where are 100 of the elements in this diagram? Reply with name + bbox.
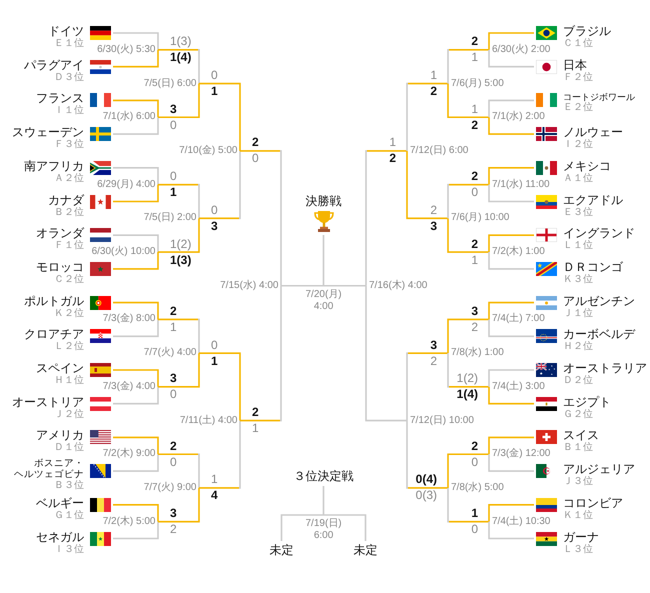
score: 1 [471, 102, 478, 116]
group-rank: Ｄ２位 [563, 375, 593, 386]
match-date: 6/30(火) 5:30 [97, 44, 156, 56]
group-rank: Ｅ２位 [563, 102, 593, 114]
score: 1 [430, 69, 437, 82]
match-date: 7/6(月) 10:00 [451, 212, 510, 224]
score: 0 [170, 388, 177, 402]
team-name: ボスニア・ヘルツェゴビナ [14, 459, 84, 480]
bracket-line [113, 32, 159, 50]
match-date: 7/11(土) 4:00 [180, 414, 238, 427]
bracket-line [158, 488, 200, 522]
score: 0 [211, 204, 218, 217]
score: 2 [471, 170, 478, 184]
group-rank: Ｉ１位 [54, 105, 84, 116]
match-date: 7/20(月) 4:00 [306, 288, 342, 313]
bracket-line [113, 386, 159, 404]
bracket-line [113, 369, 159, 387]
bracket-line [488, 167, 534, 185]
bracket-line [447, 184, 489, 218]
score: 1 [389, 136, 396, 150]
match-date: 7/4(土) 10:30 [492, 516, 550, 528]
score: 0 [211, 69, 218, 82]
match-date: 6/30(火) 10:00 [92, 246, 156, 258]
bracket-line [488, 234, 534, 252]
group-rank: Ｆ１位 [54, 240, 84, 252]
group-rank: Ｄ３位 [54, 72, 84, 83]
bracket-line [322, 284, 366, 287]
score: 3 [430, 338, 437, 352]
bracket-line [113, 454, 159, 472]
score: 1(3) [170, 35, 192, 48]
bracket-line [365, 150, 407, 286]
score: 1 [471, 51, 478, 64]
score: 1 [471, 507, 478, 520]
bracket-line [113, 302, 159, 320]
match-date: 7/2(木) 9:00 [102, 448, 156, 460]
team-name: 南アフリカ [24, 160, 84, 173]
bracket-line [488, 522, 534, 540]
group-rank: Ｉ３位 [54, 544, 84, 554]
match-date: 7/7(火) 4:00 [144, 347, 196, 360]
match-date: 7/7(火) 9:00 [144, 482, 196, 494]
score: 2 [471, 238, 478, 251]
team-name: パラグアイ [24, 58, 84, 72]
bracket-line [324, 514, 366, 541]
match-date: 7/3(金) 4:00 [102, 380, 156, 393]
bracket-line [365, 286, 407, 422]
team-name: オランダ [36, 227, 84, 240]
bracket-line [281, 284, 324, 287]
match-date: 7/12(日) 6:00 [410, 144, 468, 157]
bracket-line [488, 100, 534, 118]
team-name: イングランド [563, 227, 635, 240]
score: 1 [471, 254, 478, 267]
bracket-line [113, 117, 159, 135]
score: 1 [211, 354, 218, 368]
bracket-line [406, 82, 448, 151]
score: 0 [471, 456, 478, 469]
match-date: 7/15(水) 4:00 [220, 280, 278, 292]
score: 0(3) [416, 489, 437, 502]
match-date: 7/4(土) 3:00 [492, 380, 545, 393]
group-rank: Ｇ１位 [54, 510, 84, 521]
score: 2 [430, 354, 437, 368]
bracket-line [113, 100, 159, 118]
bracket-line [113, 436, 159, 454]
group-rank: Ｈ２位 [563, 341, 593, 352]
bracket-line [113, 50, 159, 68]
bracket-line [158, 84, 200, 118]
score: 3 [170, 102, 177, 116]
team-name: フランス [36, 92, 84, 106]
score: 0 [170, 118, 177, 132]
score: 0 [471, 523, 478, 536]
bracket-line [406, 420, 448, 489]
team-name: スウェーデン [12, 126, 84, 140]
team-name: アルゼンチン [563, 294, 635, 308]
bracket-line [488, 369, 534, 387]
match-date: 7/3(金) 8:00 [102, 313, 156, 326]
group-rank: Ｆ２位 [563, 72, 593, 83]
score: 0 [170, 170, 177, 184]
group-rank: Ｅ１位 [54, 38, 84, 49]
score: 2 [170, 440, 177, 453]
score: 4 [211, 489, 218, 502]
group-rank: Ｇ２位 [563, 408, 593, 420]
team-name: ブラジル [563, 25, 611, 38]
team-name: ドイツ [48, 25, 84, 38]
bracket-line [158, 218, 200, 253]
score: 1(4) [170, 51, 192, 64]
bracket-line [240, 150, 282, 286]
group-rank: Ｂ１位 [563, 442, 593, 454]
round-title: 決勝戦 [306, 194, 342, 208]
undecided-label: 未定 [354, 543, 378, 557]
bracket-line [488, 50, 534, 68]
match-date: 7/10(金) 5:00 [179, 144, 238, 157]
team-name: エジプト [563, 396, 611, 409]
team-name: アルジェリア [563, 463, 635, 476]
group-rank: Ｊ３位 [563, 476, 593, 488]
bracket-line [199, 420, 241, 489]
score: 2 [430, 204, 437, 217]
match-date: 7/4(土) 7:00 [492, 313, 545, 326]
score: 0 [471, 186, 478, 200]
team-name: クロアチア [24, 328, 84, 342]
group-rank: Ｌ１位 [563, 240, 593, 252]
score: 2 [170, 304, 177, 318]
